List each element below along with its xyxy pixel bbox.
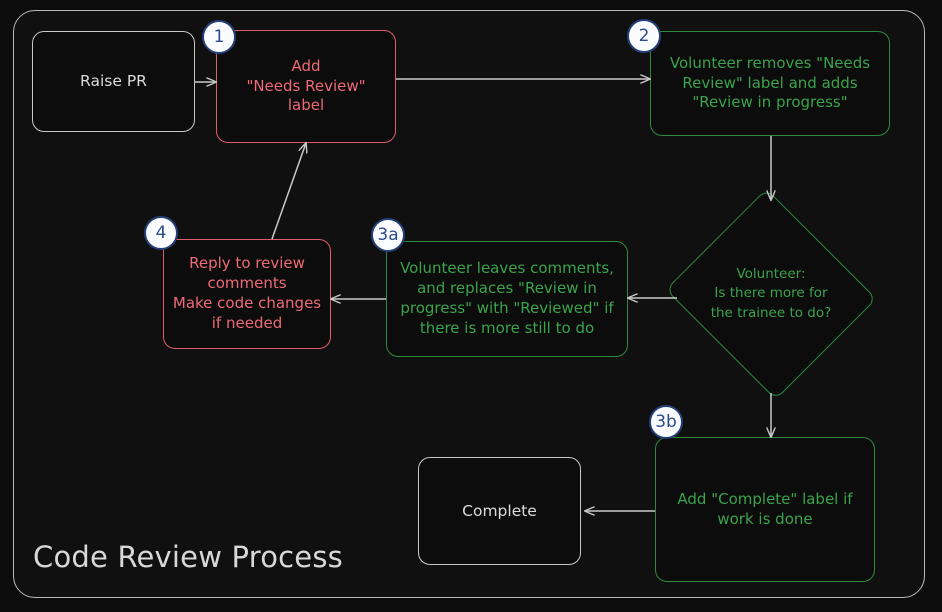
node-decision-label: Volunteer: Is there more for the trainee… xyxy=(710,265,832,321)
node-decision[interactable]: Volunteer: Is there more for the trainee… xyxy=(661,188,881,400)
step-badge-3a: 3a xyxy=(371,218,405,252)
node-volunteer-relabel-label: Volunteer removes "Needs Review" label a… xyxy=(669,53,871,112)
node-add-complete-label: Add "Complete" label if work is done xyxy=(677,489,853,528)
node-complete[interactable]: Complete xyxy=(418,457,581,565)
node-add-label[interactable]: Add "Needs Review" label xyxy=(216,30,396,143)
step-badge-4: 4 xyxy=(144,216,178,250)
diagram-title: Code Review Process xyxy=(33,540,343,574)
node-raise-pr[interactable]: Raise PR xyxy=(32,31,195,132)
step-badge-2: 2 xyxy=(627,19,661,53)
step-badge-3a-text: 3a xyxy=(377,225,399,245)
step-badge-3b-text: 3b xyxy=(655,412,677,432)
node-reply-comments-label: Reply to review comments Make code chang… xyxy=(172,254,322,332)
node-volunteer-relabel[interactable]: Volunteer removes "Needs Review" label a… xyxy=(650,31,890,136)
step-badge-1: 1 xyxy=(202,20,236,54)
node-volunteer-comments[interactable]: Volunteer leaves comments, and replaces … xyxy=(386,241,628,357)
step-badge-2-text: 2 xyxy=(638,26,650,46)
step-badge-3b: 3b xyxy=(649,405,683,439)
node-volunteer-comments-label: Volunteer leaves comments, and replaces … xyxy=(400,259,614,337)
node-raise-pr-label: Raise PR xyxy=(80,72,147,91)
node-add-complete[interactable]: Add "Complete" label if work is done xyxy=(655,437,875,582)
step-badge-4-text: 4 xyxy=(155,223,167,243)
step-badge-1-text: 1 xyxy=(213,27,225,47)
node-add-label-label: Add "Needs Review" label xyxy=(246,56,366,115)
node-reply-comments[interactable]: Reply to review comments Make code chang… xyxy=(163,239,331,349)
node-complete-label: Complete xyxy=(462,501,537,520)
